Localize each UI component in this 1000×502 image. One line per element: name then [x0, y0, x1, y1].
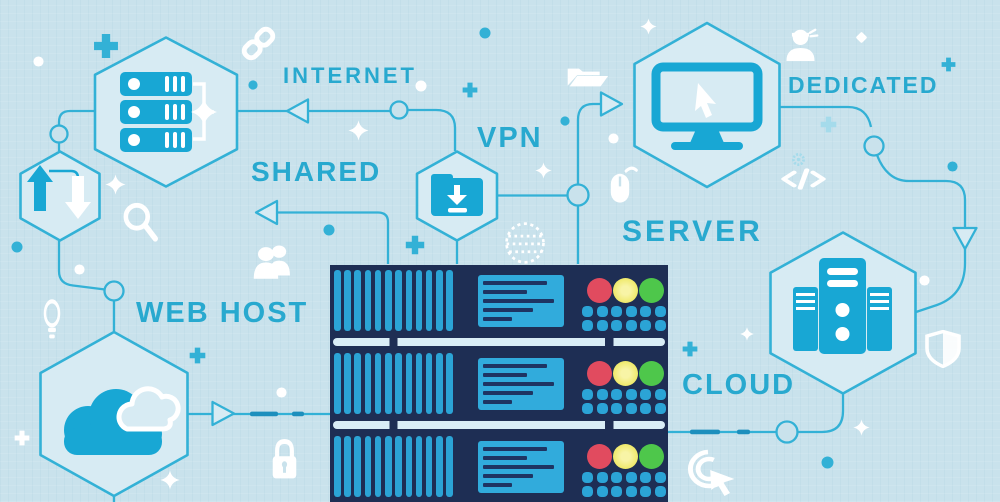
status-panel	[478, 358, 564, 410]
status-light	[613, 278, 638, 303]
status-light	[587, 361, 612, 386]
monitor-cursor-icon	[651, 62, 763, 150]
chain-link-icon	[240, 25, 277, 67]
server-rack-image	[330, 265, 668, 502]
status-light	[639, 361, 664, 386]
rack-unit	[330, 431, 668, 502]
rack-separator	[330, 336, 668, 348]
small-cloud-icon	[116, 386, 181, 432]
dot-icon	[919, 273, 930, 291]
label-server: SERVER	[622, 215, 763, 248]
rack-separator	[330, 419, 668, 431]
open-folder-icon	[563, 59, 610, 101]
download-folder-icon	[431, 174, 483, 216]
label-web-host: WEB HOST	[136, 297, 309, 329]
plus-icon	[189, 347, 206, 369]
transfer-hexagon	[19, 150, 101, 242]
dot-icon	[608, 131, 619, 149]
dot-icon	[323, 223, 335, 241]
plus-icon	[820, 116, 837, 138]
status-light	[613, 361, 638, 386]
sync-arrows-icon	[27, 165, 91, 219]
arrow-right-icon	[599, 91, 624, 117]
indicator-dots	[582, 389, 666, 414]
status-light	[587, 444, 612, 469]
dot-icon	[947, 159, 958, 177]
sparkle-icon	[105, 174, 126, 200]
arrow-left-icon	[254, 199, 279, 226]
status-lights	[587, 278, 664, 303]
code-icon	[780, 164, 827, 199]
tower-servers-icon	[793, 258, 892, 354]
indicator-dots	[582, 306, 666, 331]
plus-icon	[941, 57, 956, 77]
sparkle-icon	[740, 327, 754, 346]
arrow-left-icon	[285, 98, 310, 124]
connector-lines	[57, 102, 967, 502]
mouse-icon	[602, 163, 642, 213]
arrow-right-icon	[211, 400, 236, 427]
label-vpn: VPN	[477, 122, 543, 154]
rack-unit	[330, 348, 668, 419]
sparkle-icon	[535, 162, 552, 184]
vent-bars	[334, 436, 453, 497]
dot-icon	[821, 456, 834, 474]
globe-icon	[503, 220, 547, 271]
indicator-dots	[582, 472, 666, 497]
junction-nodes	[49, 100, 885, 444]
vent-bars	[334, 353, 453, 414]
dot-icon	[248, 77, 258, 95]
vent-bars	[334, 270, 453, 331]
sparkle-icon	[160, 470, 180, 495]
status-lights	[587, 361, 664, 386]
cursor-arrow-icon	[695, 83, 716, 118]
plus-icon	[14, 430, 30, 451]
plus-icon	[682, 341, 698, 362]
shield-icon	[923, 329, 963, 373]
arrowheads	[211, 91, 978, 427]
status-light	[639, 444, 664, 469]
label-cloud: CLOUD	[682, 369, 796, 401]
label-shared: SHARED	[251, 156, 382, 187]
status-light	[613, 444, 638, 469]
dot-icon	[33, 54, 44, 72]
rack-unit	[330, 265, 668, 336]
lock-icon	[266, 436, 303, 487]
status-light	[639, 278, 664, 303]
status-panel	[478, 275, 564, 327]
diamond-icon	[855, 31, 868, 49]
label-internet: INTERNET	[283, 63, 417, 88]
dot-icon	[11, 240, 23, 258]
plus-icon	[462, 82, 478, 103]
arrow-down-icon	[952, 226, 978, 251]
dot-icon	[415, 79, 427, 97]
status-panel	[478, 441, 564, 493]
cloud-icon	[64, 386, 181, 455]
dot-icon	[74, 262, 85, 280]
server-stack-icon	[120, 72, 217, 152]
plus-icon	[93, 33, 119, 64]
spy-icon	[781, 26, 820, 69]
plus-icon	[405, 235, 425, 260]
sparkle-icon	[348, 120, 369, 146]
dot-icon	[560, 113, 570, 131]
search-icon	[120, 200, 162, 249]
light-bulb-icon	[38, 298, 66, 351]
users-icon	[250, 241, 297, 287]
status-light	[587, 278, 612, 303]
sparkle-icon	[853, 419, 870, 441]
dot-icon	[276, 385, 287, 403]
click-cursor-icon	[686, 448, 741, 502]
gear-icon	[790, 151, 807, 173]
dot-icon	[479, 26, 491, 44]
line-dashes	[250, 411, 750, 435]
label-dedicated: DEDICATED	[788, 72, 939, 98]
sparkle-icon	[640, 18, 657, 40]
status-lights	[587, 444, 664, 469]
